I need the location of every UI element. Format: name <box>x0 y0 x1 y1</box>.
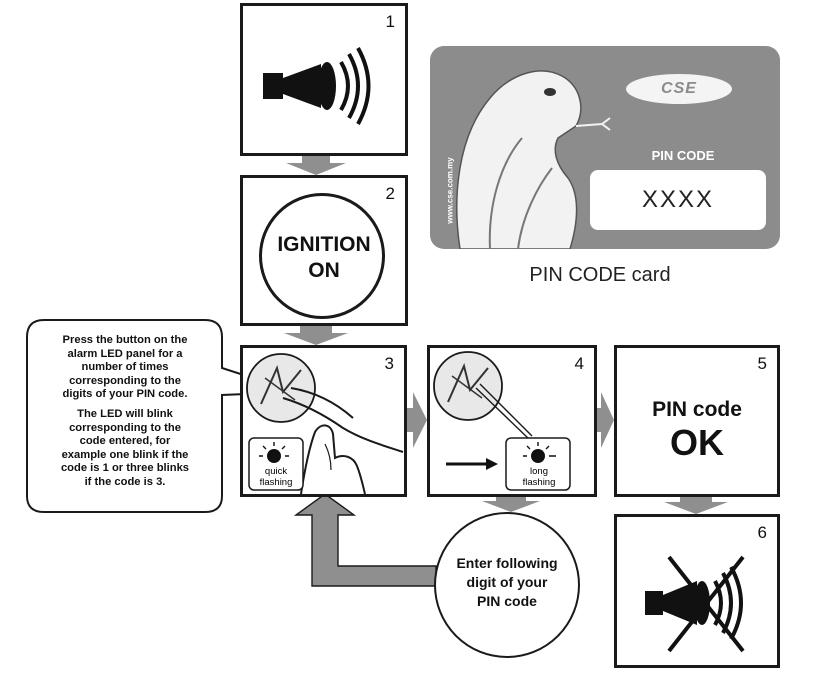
snake-logo-icon <box>456 70 611 249</box>
arrow-right-3-4 <box>407 392 427 448</box>
bubble-line: corresponding to the <box>69 421 181 434</box>
next-digit-circle <box>434 512 580 658</box>
pin-code-ok-line1: PIN code <box>652 398 742 421</box>
led-label-line2: flashing <box>260 477 293 488</box>
cse-logo-text: CSE <box>661 80 697 97</box>
bubble-line: The LED will blink <box>77 407 173 420</box>
pin-code-field: XXXX <box>590 170 766 230</box>
led-label-line1: long <box>530 466 548 477</box>
step-number: 5 <box>757 354 767 373</box>
pin-code-title: PIN CODE <box>651 148 715 163</box>
pin-code-ok-line2: OK <box>670 422 724 463</box>
led-label-line1: quick <box>265 466 287 477</box>
pin-code-card-caption: PIN CODE card <box>529 264 671 286</box>
ignition-label-line1: IGNITION <box>277 233 371 256</box>
bubble-line: alarm LED panel for a <box>67 347 183 360</box>
arrow-down-1-2 <box>286 156 346 175</box>
arrow-down-2-3 <box>284 326 348 345</box>
loop-back-arrow <box>293 493 437 587</box>
arrow-right-4-5 <box>597 392 614 448</box>
instruction-bubble: Press the button on the alarm LED panel … <box>30 334 220 490</box>
step-4-box: 4 long flashing <box>427 345 597 497</box>
next-digit-line3: PIN code <box>477 593 537 609</box>
step-6-box: 6 <box>614 514 780 668</box>
bubble-line: corresponding to the <box>69 374 181 387</box>
led-panel-illustration: quick flashing <box>246 353 404 494</box>
step-number: 4 <box>574 354 584 373</box>
step-1-box: 1 <box>240 3 408 156</box>
led-panel-illustration: long flashing <box>433 351 571 491</box>
arrow-down-4-bubble <box>482 497 540 512</box>
ignition-label: IGNITION ON <box>243 232 405 284</box>
bubble-line: code entered, for <box>79 435 171 448</box>
bubble-line: digits of your PIN code. <box>62 388 188 401</box>
step-number: 1 <box>385 12 395 31</box>
siren-muted-icon <box>645 555 745 653</box>
step-3-box: 3 quick flashing <box>240 345 407 497</box>
step-number: 3 <box>384 354 394 373</box>
next-digit-line1: Enter following <box>456 555 558 571</box>
step-2-box: 2 IGNITION ON <box>240 175 408 326</box>
bubble-line: Press the button on the <box>62 334 188 346</box>
led-label-line2: flashing <box>523 477 556 488</box>
step-5-box: 5 PIN code OK <box>614 345 780 497</box>
next-digit-text: Enter following digit of your PIN code <box>434 554 580 611</box>
ignition-circle <box>259 193 385 319</box>
cse-logo: CSE <box>626 74 732 104</box>
pin-code-value: XXXX <box>641 186 715 213</box>
step-number: 6 <box>757 523 767 542</box>
step-number: 2 <box>385 184 395 203</box>
siren-icon <box>263 47 371 125</box>
pin-code-card: www.cse.com.my CSE PIN CODE XXXX <box>430 46 780 249</box>
bubble-line: number of times <box>81 361 169 374</box>
bubble-paragraph-2: The LED will blink corresponding to the … <box>30 408 220 490</box>
bubble-line: code is 1 or three blinks <box>60 462 190 475</box>
bubble-line: example one blink if the <box>61 448 189 461</box>
arrow-down-5-6 <box>664 497 728 514</box>
bubble-line: if the code is 3. <box>84 475 166 488</box>
ignition-label-line2: ON <box>308 259 340 282</box>
next-digit-line2: digit of your <box>466 574 548 590</box>
bubble-paragraph-1: Press the button on the alarm LED panel … <box>30 334 220 402</box>
